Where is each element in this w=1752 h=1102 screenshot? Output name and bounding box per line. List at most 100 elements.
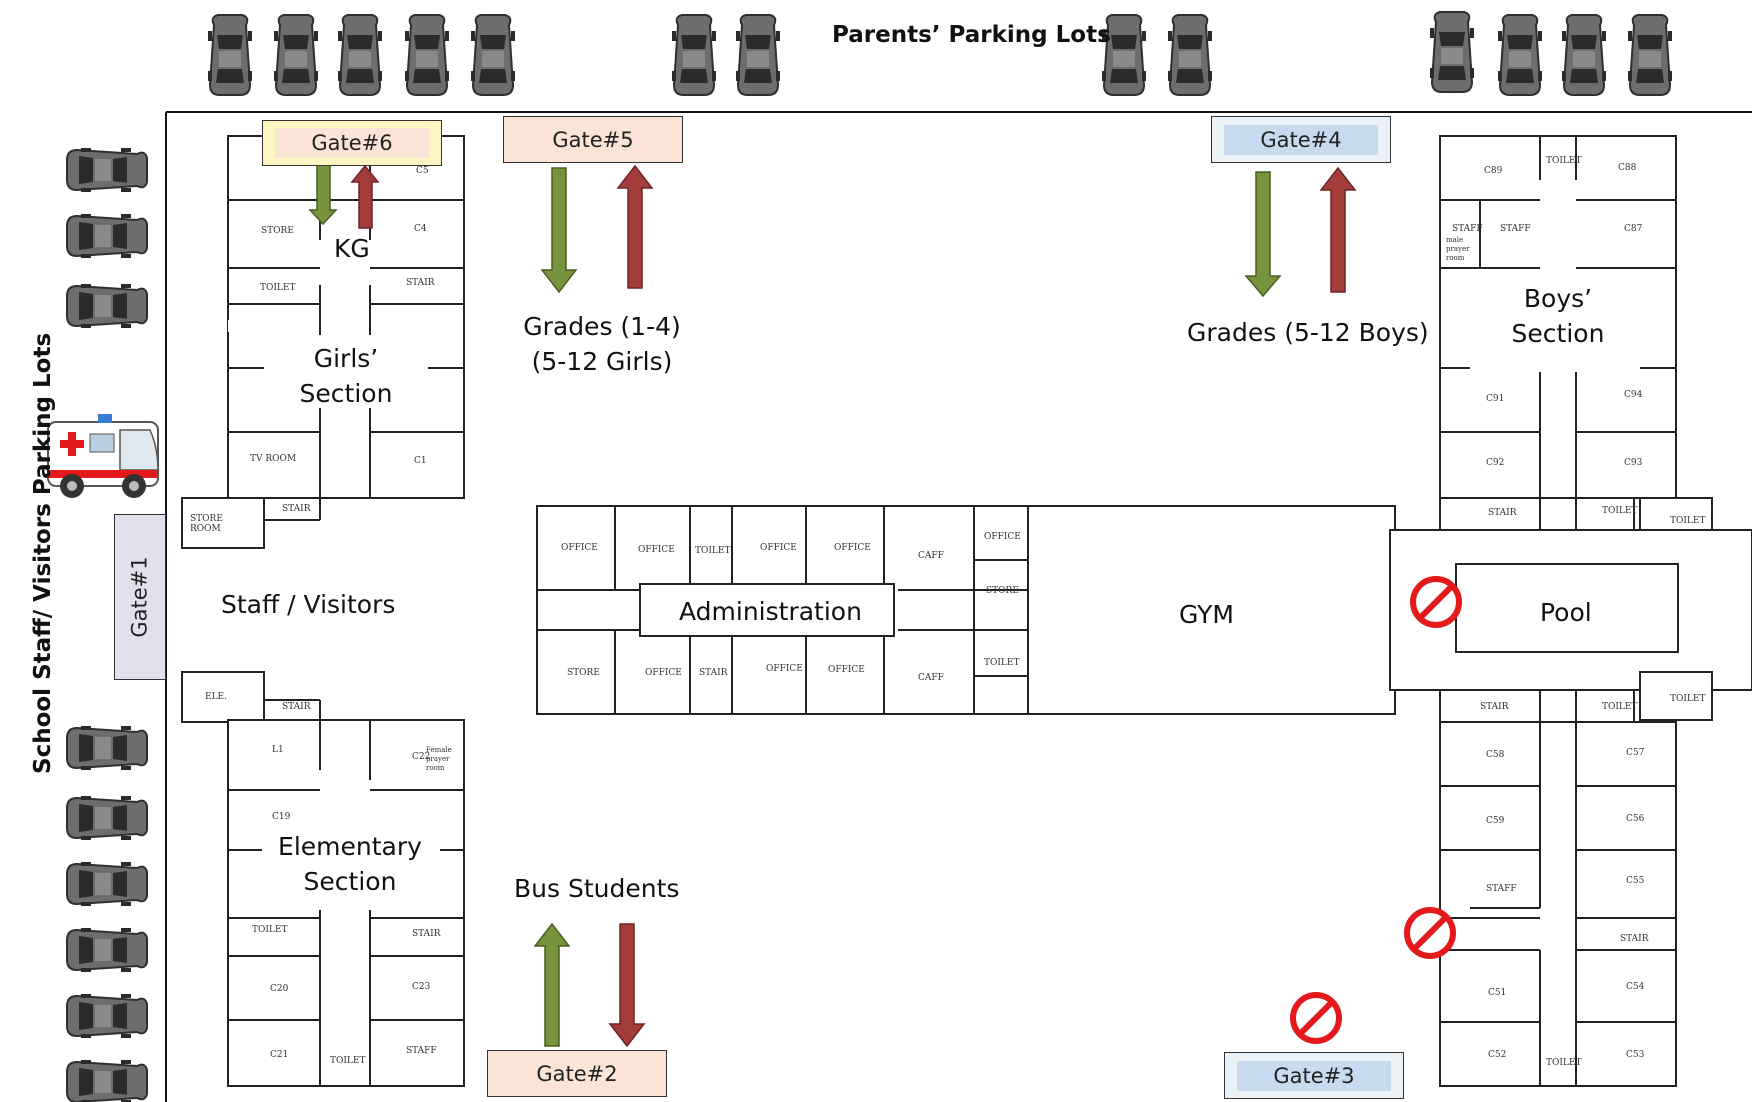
room-stair-girls: STAIR — [282, 504, 311, 514]
girls-section-building — [181, 135, 465, 549]
room-c59: C59 — [1486, 816, 1505, 826]
administration-label: Administration — [679, 597, 862, 626]
administration-building — [536, 505, 1396, 715]
room-toilet-e1: TOILET — [252, 925, 288, 935]
room-stair-kg: STAIR — [406, 278, 435, 288]
room-office-6: OFFICE — [766, 664, 803, 674]
room-office-1: OFFICE — [561, 543, 598, 553]
girls-section-line-1: Girls’ — [313, 344, 379, 373]
room-toilet-b3: TOILET — [1670, 516, 1706, 526]
room-stair-b1: STAIR — [1488, 508, 1517, 518]
room-toilet-gym: TOILET — [984, 658, 1020, 668]
room-female-prayer: Female prayer room — [426, 746, 452, 772]
room-c91: C91 — [1486, 394, 1505, 404]
room-c94: C94 — [1624, 390, 1643, 400]
room-c92: C92 — [1486, 458, 1505, 468]
room-toilet-admin: TOILET — [695, 546, 731, 556]
gate-3-label: Gate#3 — [1237, 1060, 1391, 1091]
room-store-kg: STORE — [261, 226, 294, 236]
pool-label: Pool — [1540, 598, 1592, 627]
room-c58: C58 — [1486, 750, 1505, 760]
room-c21: C21 — [270, 1050, 289, 1060]
room-staff-b3: STAFF — [1486, 884, 1517, 894]
gate-1[interactable]: Gate#1 — [114, 514, 166, 680]
room-c23: C23 — [412, 982, 431, 992]
boys-section-line-2: Section — [1511, 319, 1605, 348]
room-c51: C51 — [1488, 988, 1507, 998]
room-staff-b1: STAFF — [1452, 224, 1483, 234]
girls-section-line-2: Section — [299, 379, 393, 408]
gate-4-label: Gate#4 — [1224, 124, 1378, 155]
room-c54: C54 — [1626, 982, 1645, 992]
room-office-5: OFFICE — [645, 668, 682, 678]
gate-4[interactable]: Gate#4 — [1211, 116, 1391, 163]
room-c20: C20 — [270, 984, 289, 994]
girls-section-label: Girls’ Section — [266, 344, 426, 408]
room-stair-b2: STAIR — [1480, 702, 1509, 712]
room-c89: C89 — [1484, 166, 1503, 176]
room-store-admin: STORE — [567, 668, 600, 678]
gate-5-label: Gate#5 — [552, 127, 634, 152]
elementary-section-building — [181, 671, 465, 1087]
room-stair-b3: STAIR — [1620, 934, 1649, 944]
boys-section-label: Boys’ Section — [1478, 284, 1638, 348]
gate-1-label: Gate#1 — [128, 556, 153, 638]
room-c22: C22 — [412, 752, 431, 762]
room-tv-room: TV ROOM — [250, 454, 297, 464]
parents-parking-title: Parents’ Parking Lots — [832, 22, 1111, 48]
room-stair-e2: STAIR — [412, 929, 441, 939]
elementary-section-label: Elementary Section — [262, 832, 438, 896]
gate-5[interactable]: Gate#5 — [503, 116, 683, 163]
gate-2-label: Gate#2 — [536, 1061, 618, 1086]
room-staff-e: STAFF — [406, 1046, 437, 1056]
room-toilet-b1: TOILET — [1546, 156, 1582, 166]
room-toilet-b2: TOILET — [1602, 506, 1638, 516]
room-caff-1: CAFF — [918, 551, 944, 561]
boys-section-line-1: Boys’ — [1523, 284, 1593, 313]
room-toilet-b6: TOILET — [1546, 1058, 1582, 1068]
room-c1: C1 — [414, 456, 427, 466]
room-c53: C53 — [1626, 1050, 1645, 1060]
grades-girls-line-1: Grades (1-4) — [523, 312, 681, 341]
room-office-8: OFFICE — [984, 532, 1021, 542]
staff-parking-title: School Staff/ Visitors Parking Lots — [30, 332, 56, 774]
room-c4: C4 — [414, 224, 427, 234]
room-caff-2: CAFF — [918, 673, 944, 683]
room-c56: C56 — [1626, 814, 1645, 824]
ambulance-icon — [47, 414, 159, 498]
room-c5: C5 — [416, 166, 429, 176]
room-office-4: OFFICE — [834, 543, 871, 553]
gym-label: GYM — [1179, 600, 1234, 629]
room-ele: ELE. — [205, 692, 227, 702]
room-stair-e1: STAIR — [282, 702, 311, 712]
room-store-gym: STORE — [986, 586, 1019, 596]
room-toilet-e2: TOILET — [330, 1056, 366, 1066]
room-c55: C55 — [1626, 876, 1645, 886]
room-staff-b2: STAFF — [1500, 224, 1531, 234]
room-office-3: OFFICE — [760, 543, 797, 553]
room-office-2: OFFICE — [638, 545, 675, 555]
room-c57: C57 — [1626, 748, 1645, 758]
gate-2[interactable]: Gate#2 — [487, 1050, 667, 1097]
room-male-prayer: male prayer room — [1446, 236, 1470, 262]
entry-arrow-icon — [308, 163, 1282, 1047]
room-c87: C87 — [1624, 224, 1643, 234]
grades-girls-label: Grades (1-4) (5-12 Girls) — [510, 312, 694, 376]
room-toilet-b4: TOILET — [1602, 702, 1638, 712]
room-c88: C88 — [1618, 163, 1637, 173]
elementary-line-1: Elementary — [278, 832, 422, 861]
staff-visitors-label: Staff / Visitors — [221, 590, 396, 619]
room-c93: C93 — [1624, 458, 1643, 468]
room-toilet-b5: TOILET — [1670, 694, 1706, 704]
room-stair-admin: STAIR — [699, 668, 728, 678]
elementary-line-2: Section — [303, 867, 397, 896]
bus-students-label: Bus Students — [514, 874, 680, 903]
gate-3[interactable]: Gate#3 — [1224, 1052, 1404, 1099]
room-c19: C19 — [272, 812, 291, 822]
gate-6[interactable]: Gate#6 — [262, 120, 442, 166]
exit-arrow-icon — [350, 164, 1357, 1048]
grades-girls-line-2: (5-12 Girls) — [531, 347, 673, 376]
grades-boys-label: Grades (5-12 Boys) — [1187, 318, 1429, 347]
kg-label: KG — [334, 234, 370, 263]
